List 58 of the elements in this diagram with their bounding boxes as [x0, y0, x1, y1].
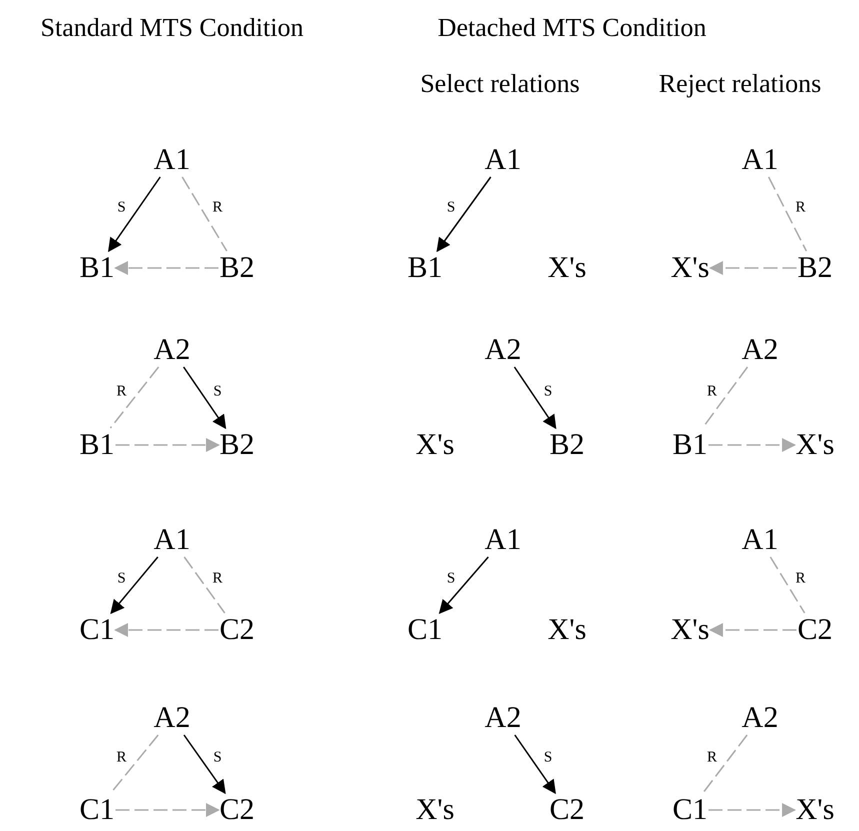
arrow [116, 438, 220, 452]
arrow [110, 556, 158, 614]
node-label: A2 [484, 701, 522, 735]
node-label: A1 [152, 143, 192, 177]
column-heading: Standard MTS Condition [40, 15, 304, 41]
arrow [436, 176, 492, 252]
node-label: A2 [152, 701, 192, 735]
node-label: C1 [406, 613, 444, 647]
arrow [708, 803, 796, 817]
node-label: C1 [78, 613, 116, 647]
node-label: B2 [218, 251, 256, 285]
arrow [708, 623, 796, 637]
node-label: X's [548, 253, 586, 283]
node-label: C2 [548, 793, 586, 827]
arrow [708, 438, 796, 452]
arrow [438, 556, 489, 614]
node-label: C2 [218, 793, 256, 827]
node-label: A1 [740, 523, 780, 557]
node-label: X's [670, 613, 710, 647]
node-label: X's [416, 795, 454, 825]
node-label: A2 [740, 333, 780, 367]
node-label: B2 [548, 428, 586, 462]
node-label: A2 [152, 333, 192, 367]
arrow [708, 261, 796, 275]
node-label: A1 [484, 523, 522, 557]
arrow [183, 366, 226, 430]
arrow [514, 366, 556, 430]
node-label: B1 [78, 251, 116, 285]
node-label: B1 [406, 251, 444, 285]
node-label: A1 [740, 143, 780, 177]
node-label: B2 [218, 428, 256, 462]
node-label: X's [416, 430, 454, 460]
arrow [114, 623, 218, 637]
arrow [183, 734, 226, 794]
column-heading: Detached MTS Condition [438, 15, 706, 41]
node-label: C1 [672, 793, 708, 827]
arrow [114, 261, 218, 275]
edge-label: S [212, 384, 223, 399]
node-label: X's [794, 793, 836, 827]
node-label: A1 [484, 143, 522, 177]
node-label: X's [794, 428, 836, 462]
node-label: A1 [152, 523, 192, 557]
node-label: A2 [740, 701, 780, 735]
node-label: B2 [796, 251, 834, 285]
node-label: C2 [218, 613, 256, 647]
arrow [514, 734, 556, 794]
node-label: C2 [796, 613, 834, 647]
column-subheading: Select relations [420, 71, 580, 97]
column-subheading: Reject relations [658, 71, 822, 97]
edge-label: S [542, 384, 554, 399]
arrow [116, 803, 220, 817]
node-label: B1 [78, 428, 116, 462]
node-label: X's [548, 615, 586, 645]
node-label: X's [670, 251, 710, 285]
node-label: C1 [78, 793, 116, 827]
arrow [108, 176, 161, 252]
node-label: A2 [484, 333, 522, 367]
node-label: B1 [672, 428, 708, 462]
